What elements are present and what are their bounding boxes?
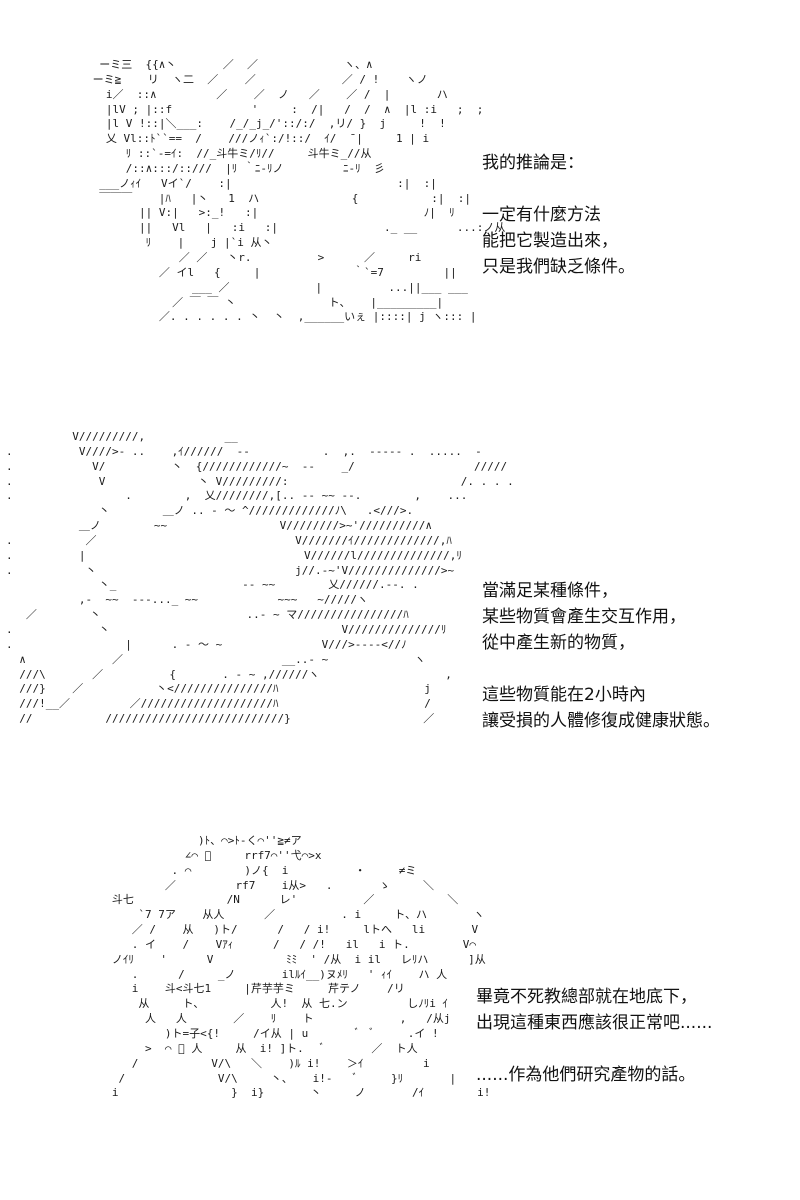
- dialogue-gap: [482, 656, 720, 682]
- dialogue-text: 畢竟不死教總部就在地底下， 出現這種東西應該很正常吧...... ......作…: [476, 984, 712, 1088]
- dialogue-line: 讓受損的人體修復成健康狀態。: [482, 711, 720, 731]
- dialogue-text: 當滿足某種條件， 某些物質會產生交互作用， 從中產生新的物質， 這些物質能在2小…: [482, 578, 720, 734]
- dialogue-line: 我的推論是：: [482, 153, 584, 173]
- dialogue-line: 某些物質會產生交互作用，: [482, 607, 686, 627]
- dialogue-line: 能把它製造出來，: [482, 231, 618, 251]
- dialogue-line: 當滿足某種條件，: [482, 581, 618, 601]
- dialogue-line: 這些物質能在2小時內: [482, 685, 646, 705]
- dialogue-gap: [476, 1036, 712, 1062]
- ascii-art-character-closeup: ーミ三 {{∧丶 ／ ／ ヽ、∧ ーミ≧ リ ヽ二 ／ ／ ／ / ! ヽノ i…: [92, 58, 506, 324]
- dialogue-gap: [482, 176, 635, 202]
- panel-3: )ﾄ、⌒>ﾄ-く⌒''≧≠ア ∠⌒ ﾞ rrf7⌒''弋⌒>x . ⌒ )ノ{ …: [0, 820, 800, 1180]
- dialogue-line: 畢竟不死教總部就在地底下，: [476, 987, 697, 1007]
- ascii-art-substance-swirl: V/////////, __ . V////>- .. ,ｲ////// -- …: [6, 430, 514, 726]
- dialogue-line: 從中產生新的物質，: [482, 633, 635, 653]
- ascii-art-character-face: )ﾄ、⌒>ﾄ-く⌒''≧≠ア ∠⌒ ﾞ rrf7⌒''弋⌒>x . ⌒ )ノ{ …: [111, 834, 491, 1100]
- dialogue-line: 一定有什麼方法: [482, 205, 601, 225]
- dialogue-text: 我的推論是： 一定有什麼方法 能把它製造出來， 只是我們缺乏條件。: [482, 150, 635, 280]
- panel-1: ーミ三 {{∧丶 ／ ／ ヽ、∧ ーミ≧ リ ヽ二 ／ ／ ／ / ! ヽノ i…: [0, 40, 800, 400]
- panel-2: V/////////, __ . V////>- .. ,ｲ////// -- …: [0, 420, 800, 810]
- dialogue-line: ......作為他們研究產物的話。: [476, 1065, 696, 1085]
- dialogue-line: 出現這種東西應該很正常吧......: [476, 1013, 713, 1033]
- dialogue-line: 只是我們缺乏條件。: [482, 257, 635, 277]
